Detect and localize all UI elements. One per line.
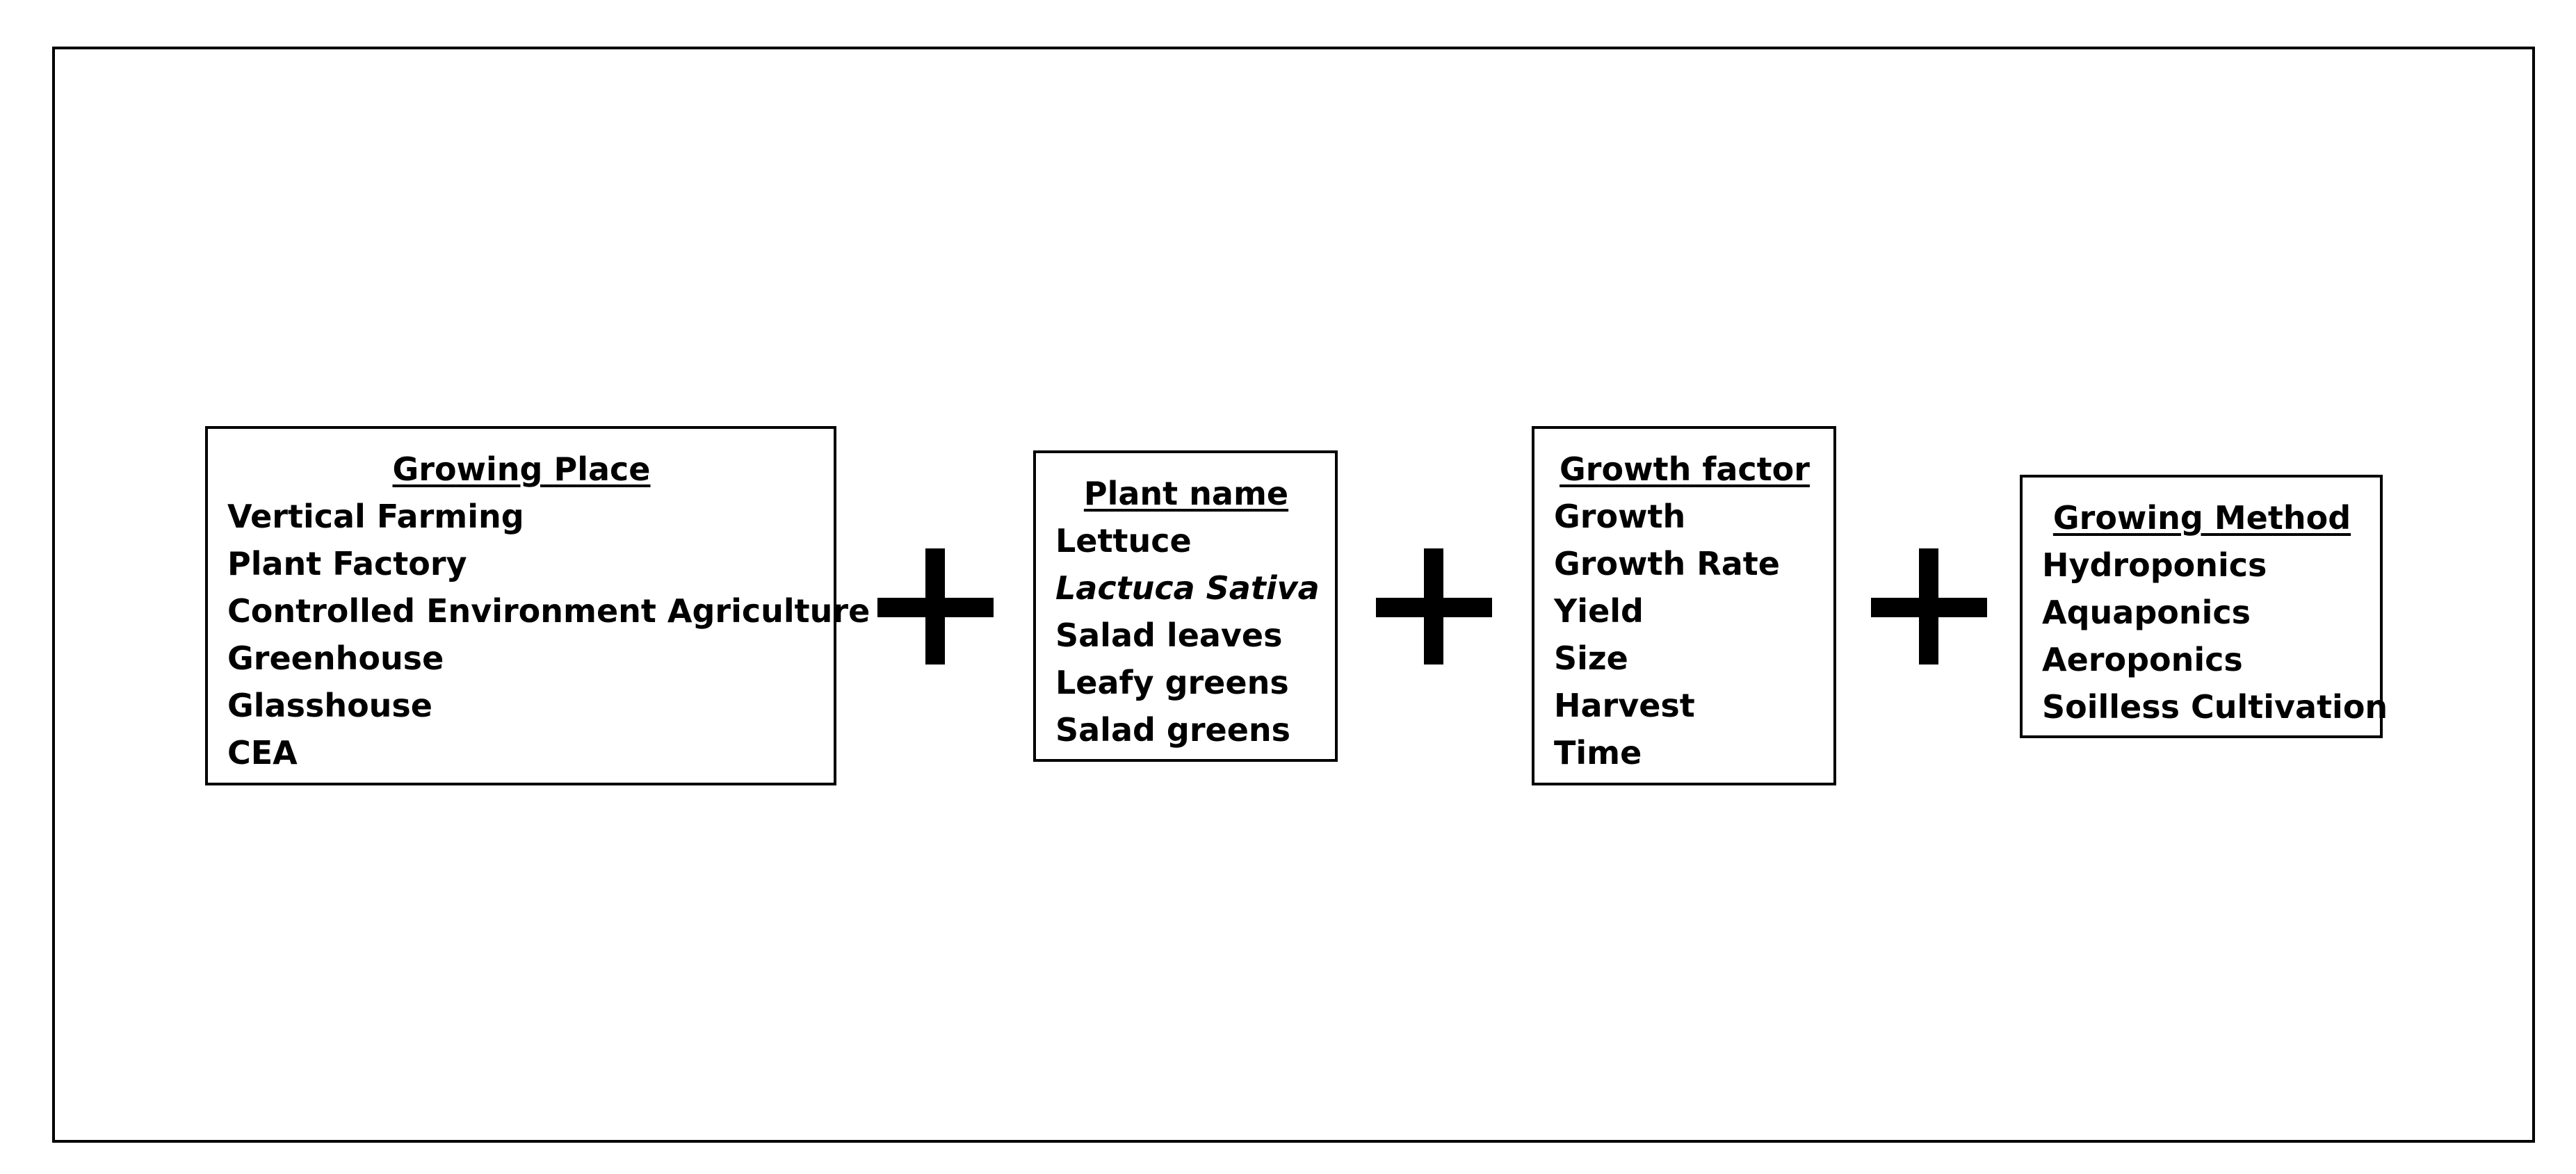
- plant-name-title: Plant name: [1083, 475, 1289, 512]
- growing-place-item: Vertical Farming: [227, 498, 524, 535]
- plant-name-box: Plant name Lettuce Lactuca Sativa Salad …: [1033, 450, 1338, 762]
- plant-name-item: Lactuca Sativa: [1055, 569, 1320, 607]
- growing-method-title: Growing Method: [2052, 499, 2351, 537]
- growing-method-item: Aquaponics: [2042, 594, 2251, 631]
- growing-method-item: Hydroponics: [2042, 546, 2267, 584]
- growing-place-item: CEA: [227, 734, 298, 772]
- plant-name-item: Salad leaves: [1055, 617, 1283, 654]
- growth-factor-box: Growth factor Growth Growth Rate Yield S…: [1532, 426, 1836, 785]
- growth-factor-item: Harvest: [1554, 687, 1695, 724]
- growth-factor-item: Growth: [1554, 498, 1686, 535]
- growth-factor-title: Growth factor: [1560, 450, 1810, 488]
- plus-icon: [1871, 548, 1987, 665]
- growth-factor-item: Time: [1554, 734, 1642, 772]
- growing-method-item: Soilless Cultivation: [2042, 688, 2388, 726]
- plant-name-item: Salad greens: [1055, 711, 1291, 749]
- growing-place-item: Controlled Environment Agriculture: [227, 592, 870, 630]
- growth-factor-item: Size: [1554, 639, 1628, 677]
- plant-name-item: Lettuce: [1055, 522, 1192, 560]
- growth-factor-item: Growth Rate: [1554, 545, 1780, 582]
- diagram-frame: [52, 47, 2535, 1143]
- plus-icon: [1376, 548, 1492, 665]
- growing-place-item: Glasshouse: [227, 687, 433, 724]
- growing-method-box: Growing Method Hydroponics Aquaponics Ae…: [2020, 475, 2388, 738]
- plant-name-item: Leafy greens: [1055, 664, 1289, 701]
- growing-place-box: Growing Place Vertical Farming Plant Fac…: [205, 426, 870, 785]
- plus-icon: [877, 548, 994, 665]
- growing-place-item: Greenhouse: [227, 639, 444, 677]
- growth-factor-item: Yield: [1554, 592, 1644, 630]
- growing-method-item: Aeroponics: [2042, 641, 2243, 678]
- growing-place-title: Growing Place: [392, 450, 651, 488]
- growing-place-item: Plant Factory: [227, 545, 467, 582]
